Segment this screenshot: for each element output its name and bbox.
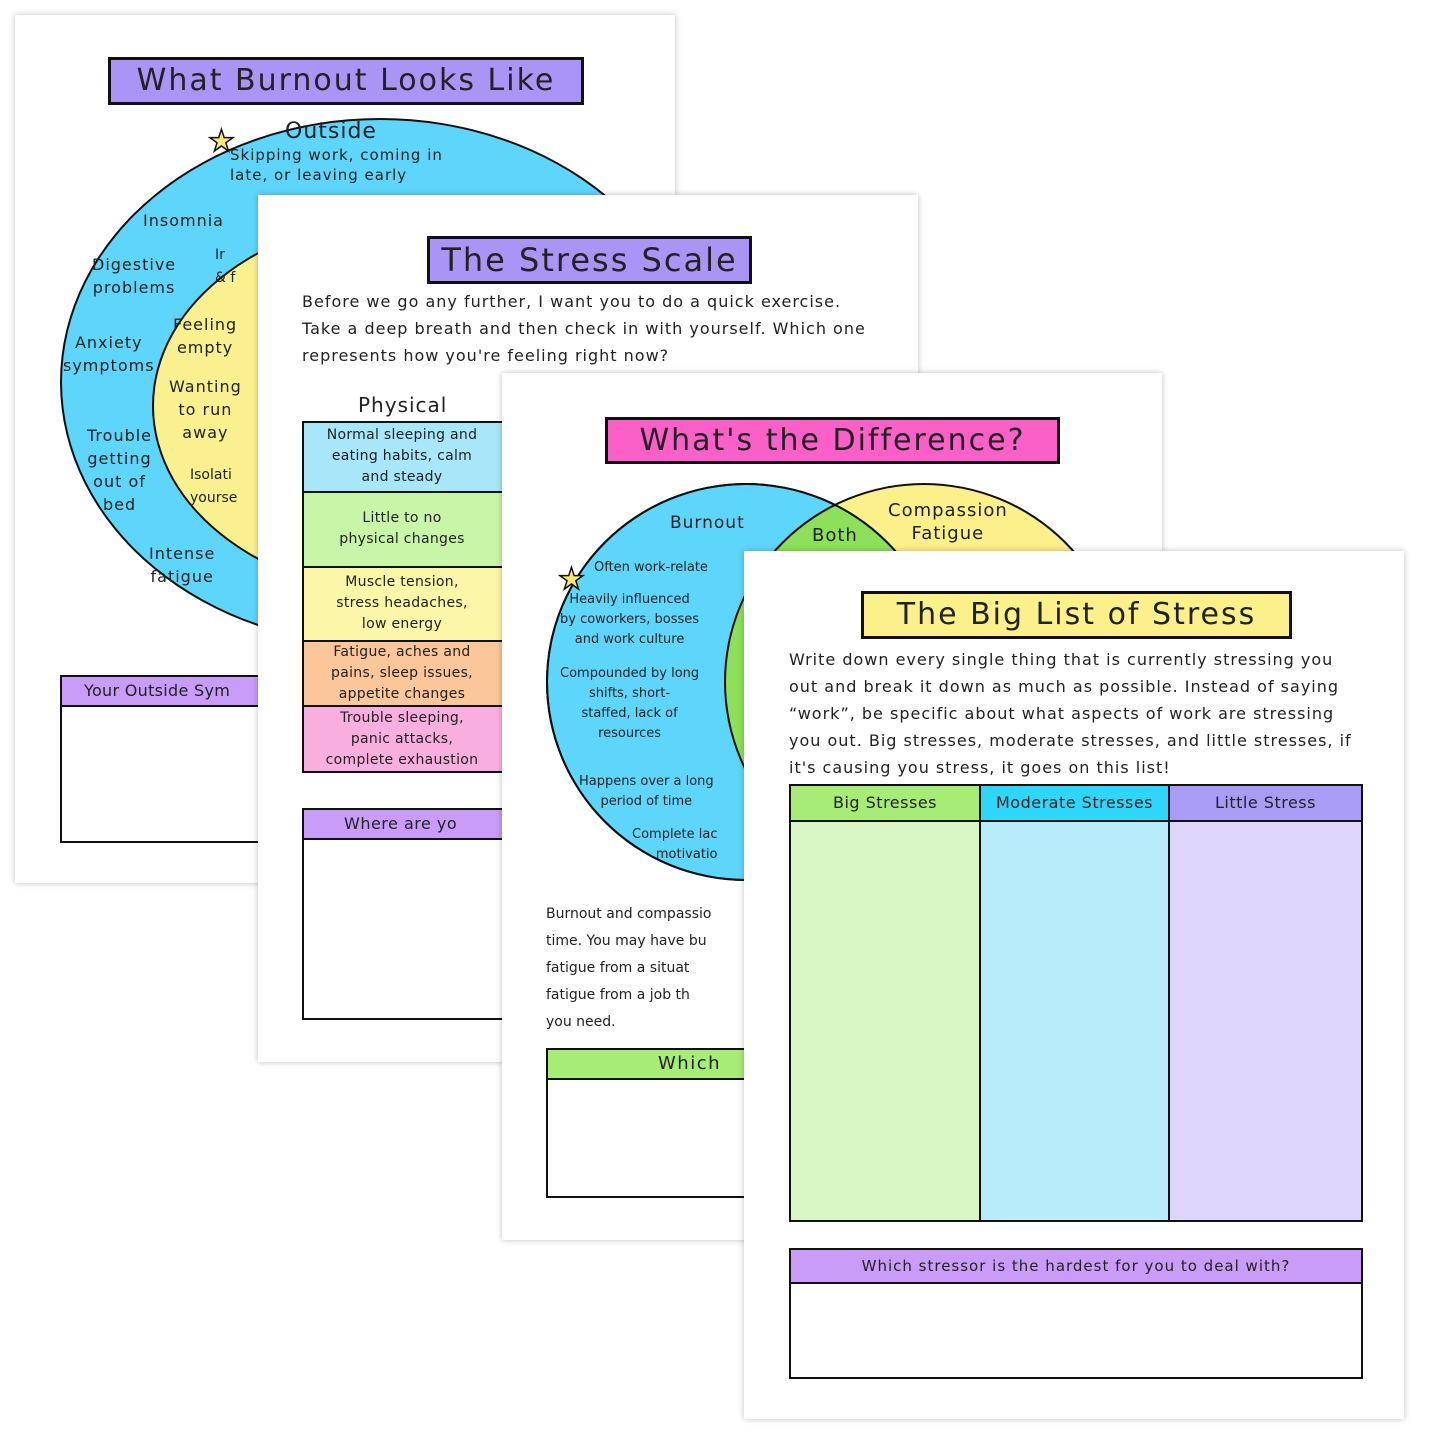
symptom: Skipping work, coming in late, or leavin… — [230, 146, 443, 184]
outside-label: Outside — [285, 119, 377, 144]
burnout-trait: Complete lac motivatio — [632, 827, 718, 862]
symptom: Wanting to run away — [169, 377, 242, 442]
paragraph-line: fatigue from a situat — [546, 960, 690, 976]
compassion-label: Compassion Fatigue — [888, 500, 1008, 544]
star-icon: ★ — [557, 562, 585, 597]
burnout-label: Burnout — [670, 513, 745, 533]
paragraph-line: you need. — [546, 1014, 616, 1030]
symptom: Anxiety symptoms — [63, 333, 155, 375]
page-title: What's the Difference? — [605, 417, 1060, 464]
symptom: Trouble getting out of bed — [87, 426, 153, 514]
little-stresses-area[interactable] — [1170, 822, 1361, 1220]
column-label: Physical — [358, 393, 448, 417]
answer-box[interactable]: Which stressor is the hardest for you to… — [789, 1248, 1363, 1379]
column-header: Little Stress — [1170, 786, 1361, 822]
symptom: Ir & f — [215, 247, 236, 286]
paragraph-line: time. You may have bu — [546, 933, 707, 949]
box-header: Which stressor is the hardest for you to… — [791, 1250, 1361, 1284]
paragraph: Burnout and compassio time. You may have… — [546, 901, 711, 1036]
page-title: What Burnout Looks Like — [108, 57, 584, 105]
column-big: Big Stresses — [791, 786, 981, 1220]
page-title: The Big List of Stress — [861, 591, 1292, 639]
intro-text: Write down every single thing that is cu… — [789, 650, 1352, 777]
burnout-trait: Compounded by long shifts, short- staffe… — [560, 666, 700, 741]
star-icon: ★ — [207, 124, 235, 159]
page-title: The Stress Scale — [427, 236, 752, 284]
stress-table: Big Stresses Moderate Stresses Little St… — [789, 784, 1363, 1222]
moderate-stresses-area[interactable] — [981, 822, 1168, 1220]
symptom: Digestive problems — [92, 255, 177, 297]
paragraph-line: fatigue from a job th — [546, 987, 690, 1003]
intro-text: Before we go any further, I want you to … — [302, 292, 866, 365]
symptom: Isolati yourse — [190, 467, 238, 506]
column-little: Little Stress — [1170, 786, 1361, 1220]
burnout-trait: Often work-relate — [594, 560, 708, 575]
big-stresses-area[interactable] — [791, 822, 979, 1220]
burnout-trait: Heavily influenced by coworkers, bosses … — [560, 592, 700, 647]
column-header: Moderate Stresses — [981, 786, 1168, 822]
symptom: Insomnia — [143, 211, 224, 230]
paragraph-line: Burnout and compassio — [546, 906, 712, 922]
symptom: Feeling empty — [173, 315, 238, 357]
column-header: Big Stresses — [791, 786, 979, 822]
column-moderate: Moderate Stresses — [981, 786, 1170, 1220]
worksheet-big-list-of-stress: The Big List of Stress Write down every … — [744, 551, 1404, 1419]
burnout-trait: Happens over a long period of time — [579, 774, 714, 809]
symptom: Intense fatigue — [149, 544, 216, 586]
both-label: Both — [812, 525, 858, 546]
